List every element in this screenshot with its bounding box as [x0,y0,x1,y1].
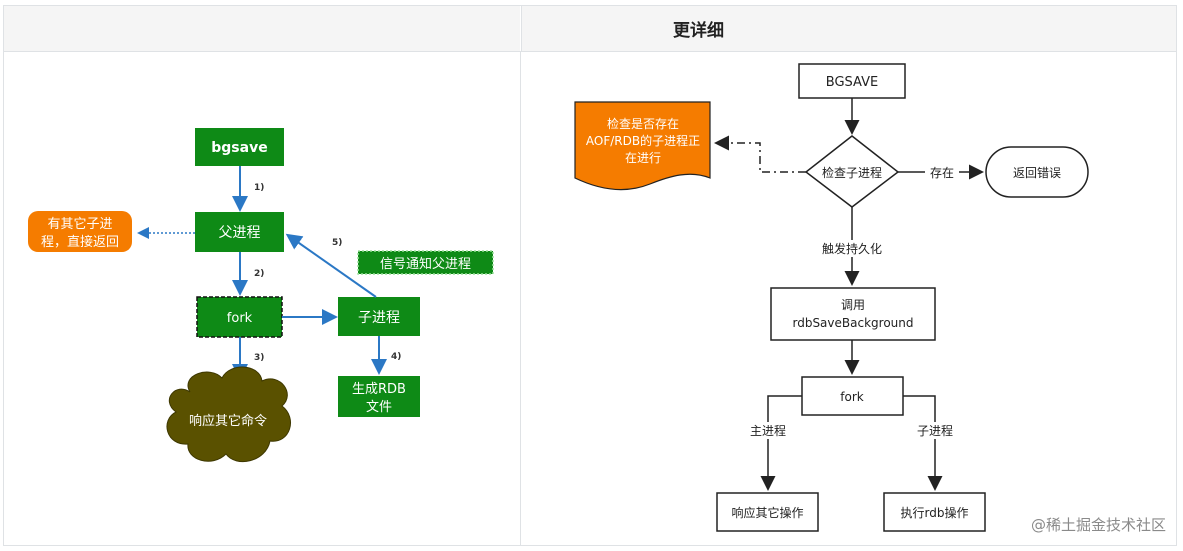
check-annotation-line2: AOF/RDB的子进程正 [586,133,700,148]
check-annotation-doc [574,101,711,191]
bgsave-node [195,128,284,166]
bgsave-box-label: BGSAVE [826,75,878,90]
respond-commands-cloud [166,366,291,463]
bgsave-box [798,63,906,99]
check-annotation-line3: 在进行 [625,151,661,165]
column-divider [520,51,521,545]
arrow-child-parent [285,233,377,298]
exists-label: 存在 [930,166,954,180]
main-process-label: 主进程 [750,423,786,438]
child-process-node [338,297,420,336]
rdb-line2: 文件 [366,400,392,415]
other-child-line1: 有其它子进 [47,216,112,232]
fork-label: fork [227,311,253,326]
respond-ops-node [716,492,819,532]
check-annotation-line1: 检查是否存在 [607,116,679,131]
step-2-label: 2) [254,269,264,279]
generate-rdb-node [338,376,420,417]
table-border [3,5,1177,546]
fork-box-label: fork [840,390,864,404]
step-3-label: 3) [254,353,264,363]
return-error-node [985,146,1089,198]
trigger-label: 触发持久化 [822,241,882,256]
check-child-label: 检查子进程 [822,165,882,180]
annotation-connector [714,135,806,173]
call-rdbsave-node [770,287,936,341]
exec-rdb-label: 执行rdb操作 [901,505,969,520]
header-cell-right [521,6,1177,52]
arrow-main-process [760,395,802,491]
bgsave-label: bgsave [211,140,267,156]
call-line1: 调用 [841,298,865,312]
call-line2: rdbSaveBackground [792,316,913,330]
exists-bg [925,164,959,180]
child-process-label: 子进程 [358,310,400,326]
fork-box [801,376,904,416]
rdb-line1: 生成RDB [352,382,406,397]
child-process-label-right: 子进程 [917,423,953,438]
header-cell-left [4,6,520,52]
step-5-label: 5) [332,238,342,248]
child-process-bg [909,422,961,439]
header-title: 更详细 [673,21,724,41]
other-child-line2: 程，直接返回 [41,234,119,250]
signal-parent-label: 信号通知父进程 [380,256,471,272]
main-process-bg [742,422,794,439]
exec-rdb-node [883,492,986,532]
respond-ops-label: 响应其它操作 [731,505,803,520]
signal-parent-node [357,250,494,275]
fork-node [196,296,283,338]
other-child-return-node [28,211,132,252]
return-error-label: 返回错误 [1013,166,1061,180]
step-1-label: 1) [254,183,264,193]
watermark: @稀土掘金技术社区 [1031,516,1166,534]
arrow-child-process [903,395,943,491]
respond-commands-label: 响应其它命令 [189,413,267,429]
step-4-label: 4) [391,352,401,362]
trigger-bg [814,240,890,257]
parent-process-node [195,212,284,252]
parent-process-label: 父进程 [219,225,261,241]
